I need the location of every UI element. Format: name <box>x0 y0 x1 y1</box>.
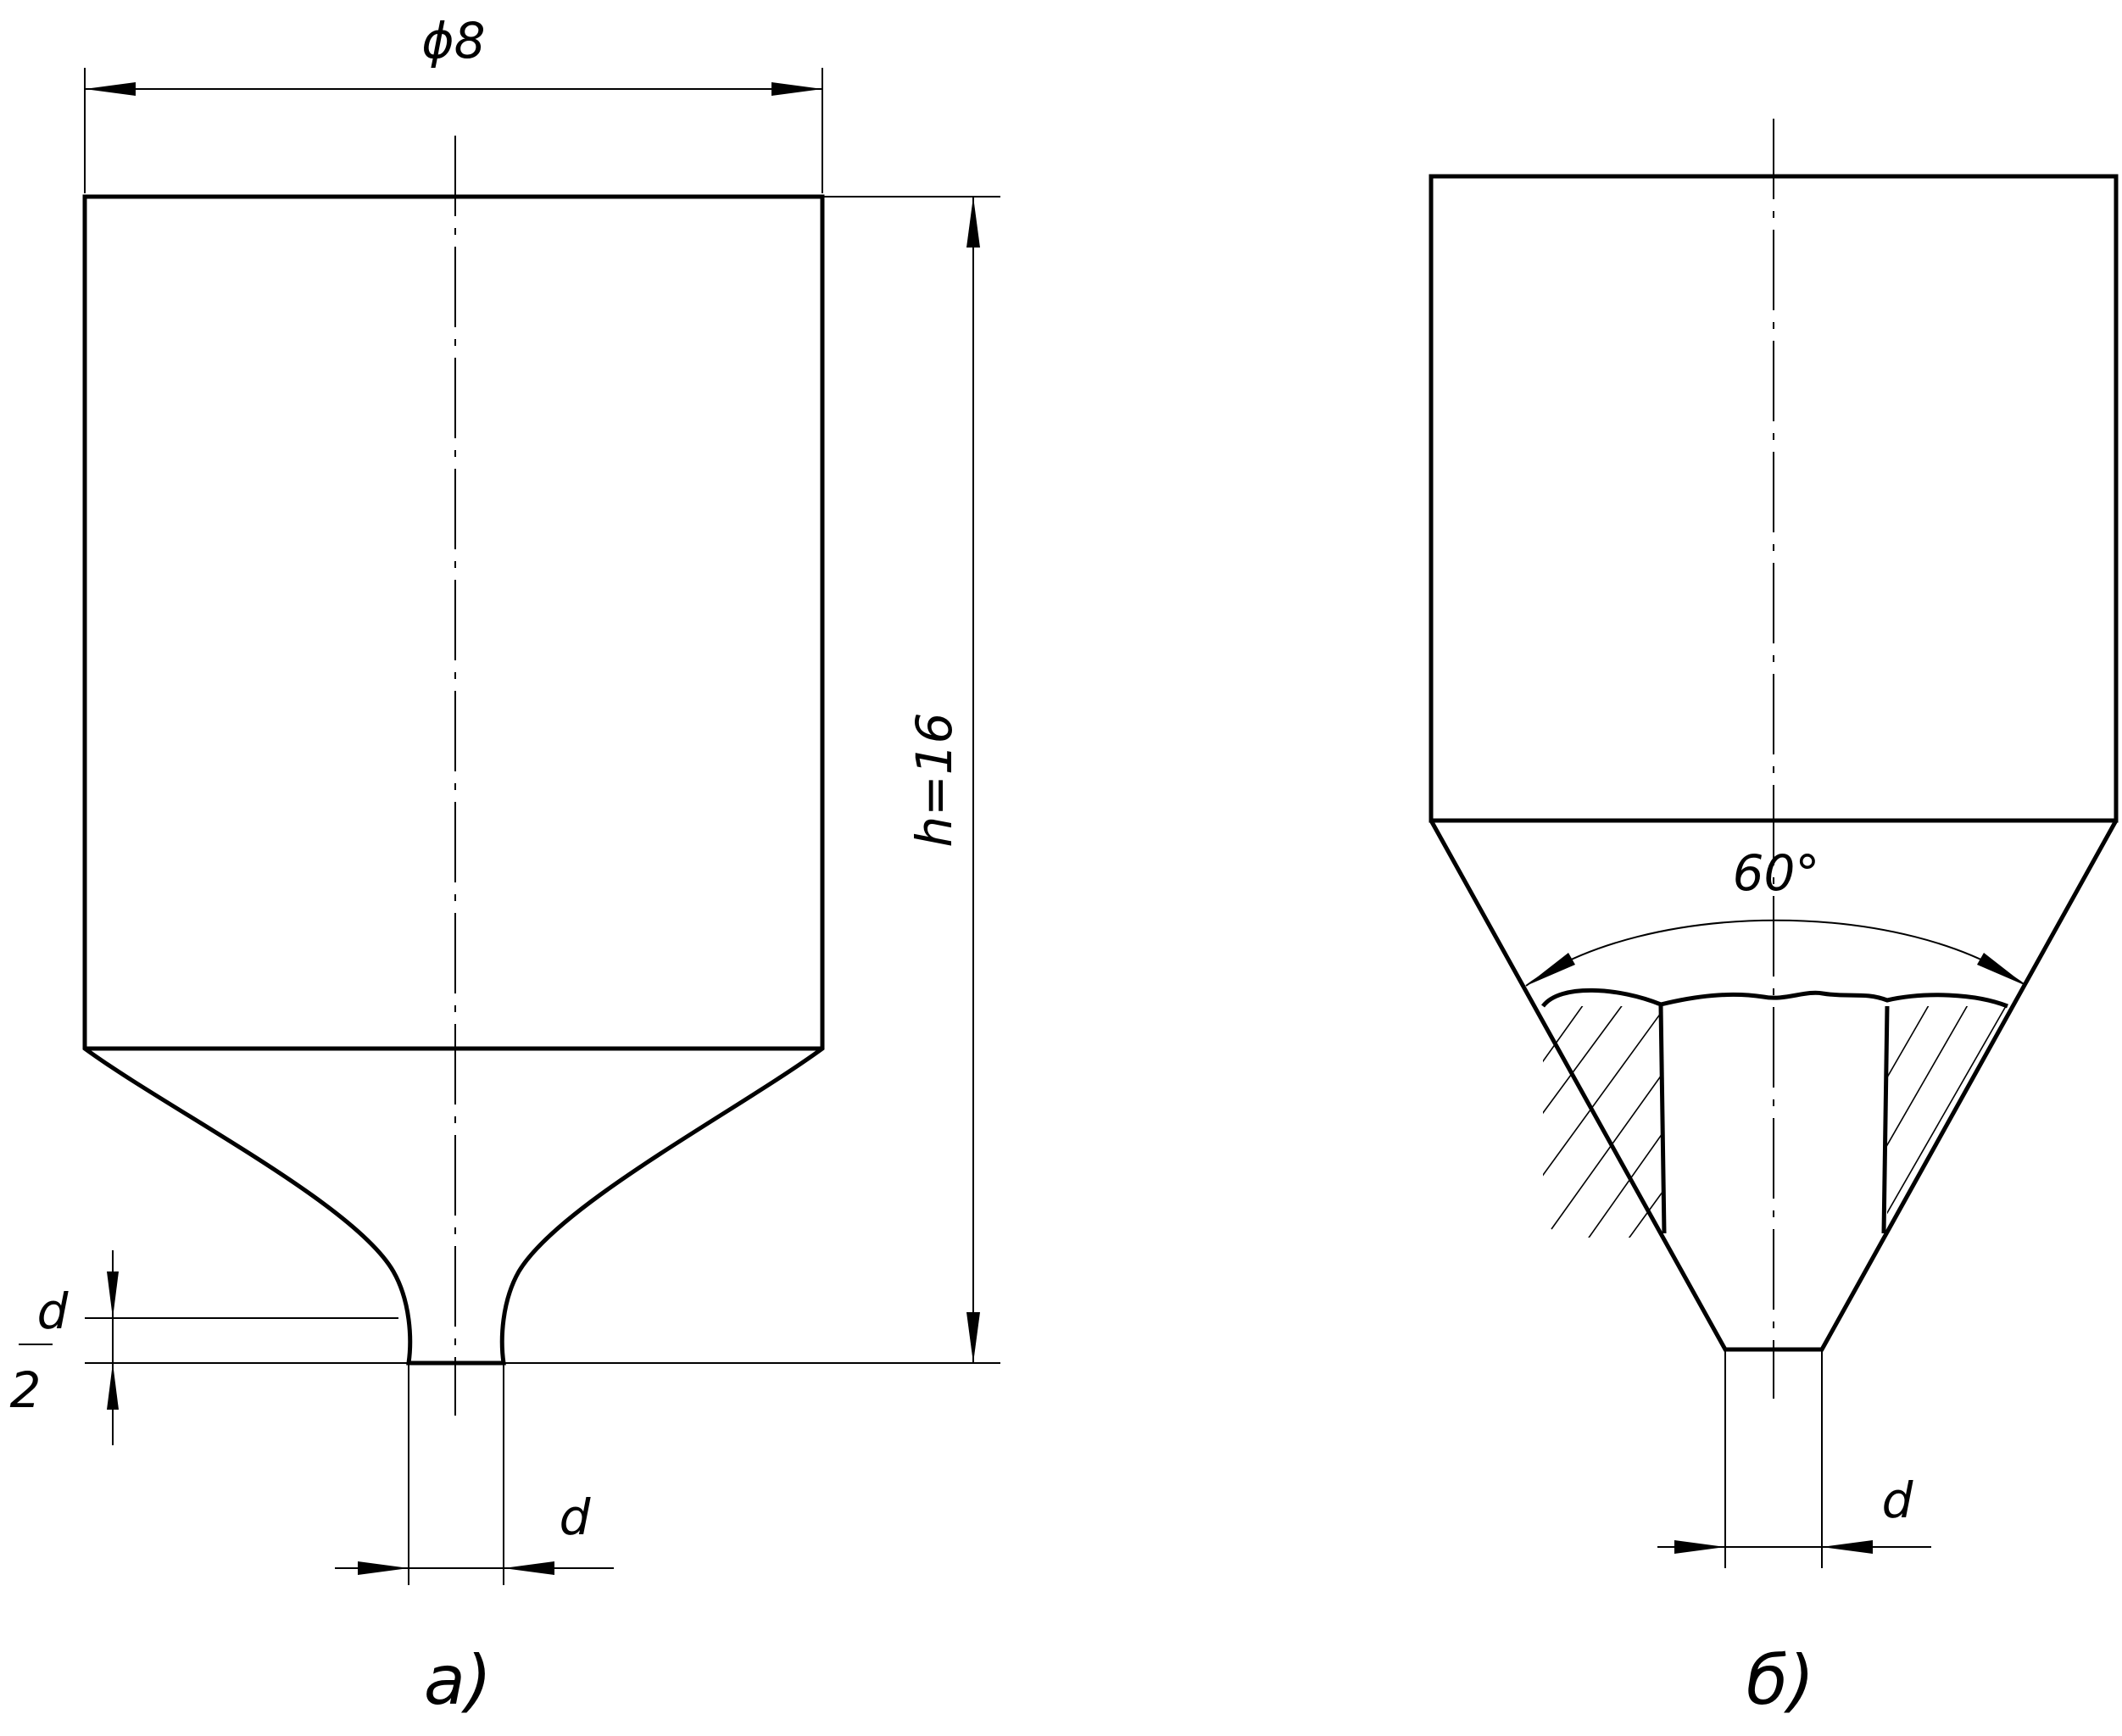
figure-b-caption: б) <box>1746 1641 1815 1720</box>
angle-dimension: 60° <box>1525 844 2027 987</box>
break-line <box>1540 988 2008 1009</box>
figure-a-d-dimension: d <box>335 1363 614 1585</box>
height-label: h=16 <box>905 712 963 847</box>
bore-wall-right <box>1881 1005 1890 1234</box>
half-d-dimension: d 2 <box>10 1250 409 1445</box>
diameter-label: ϕ8 <box>421 12 485 70</box>
half-d-numerator: d <box>37 1283 70 1340</box>
figure-a-outline <box>82 194 825 1366</box>
half-d-denominator: 2 <box>10 1361 42 1419</box>
figure-b: 60° d б) <box>1429 119 2119 1720</box>
diameter-dimension: ϕ8 <box>84 12 823 193</box>
bore-wall-left <box>1658 1005 1667 1234</box>
figure-b-d-label: d <box>1882 1472 1914 1529</box>
section-hatching <box>1543 1006 2008 1238</box>
figure-b-d-dimension: d <box>1657 1349 1931 1568</box>
angle-label: 60° <box>1733 844 1820 902</box>
figure-a-caption: а) <box>424 1641 492 1720</box>
figure-a: ϕ8 h=16 d 2 d <box>10 12 1000 1720</box>
height-dimension: h=16 <box>504 196 1000 1364</box>
figure-a-d-label: d <box>560 1488 592 1546</box>
